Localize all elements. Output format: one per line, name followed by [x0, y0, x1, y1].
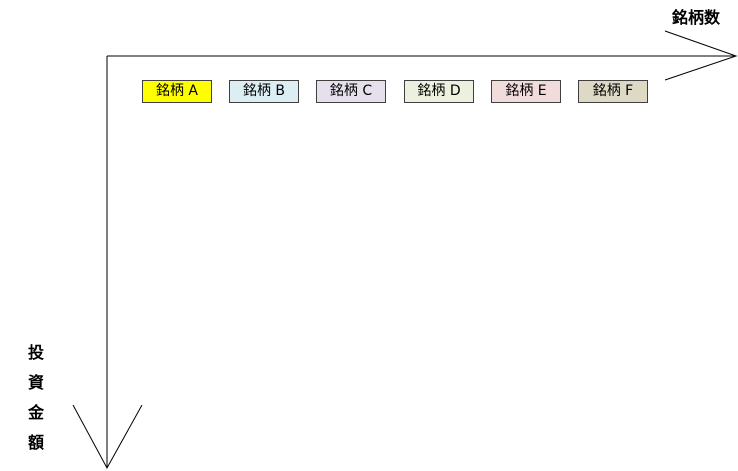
- y-axis-label: 投 資 金 額: [26, 343, 46, 463]
- stock-box-d: 銘柄 D: [404, 80, 474, 103]
- stock-box-c: 銘柄 C: [316, 80, 386, 103]
- stock-box-e: 銘柄 E: [491, 80, 561, 103]
- stock-box-b: 銘柄 B: [229, 80, 299, 103]
- y-axis-label-char: 資: [27, 373, 44, 392]
- y-axis-label-char: 投: [27, 343, 44, 362]
- x-axis-arrowhead: [664, 30, 738, 81]
- y-axis-label-char: 金: [27, 403, 44, 422]
- y-axis-label-char: 額: [27, 433, 44, 452]
- y-axis-arrowhead: [72, 404, 143, 470]
- stock-box-a: 銘柄 A: [142, 80, 212, 103]
- stock-box-f: 銘柄 F: [578, 80, 648, 103]
- x-axis-label: 銘柄数: [672, 8, 721, 27]
